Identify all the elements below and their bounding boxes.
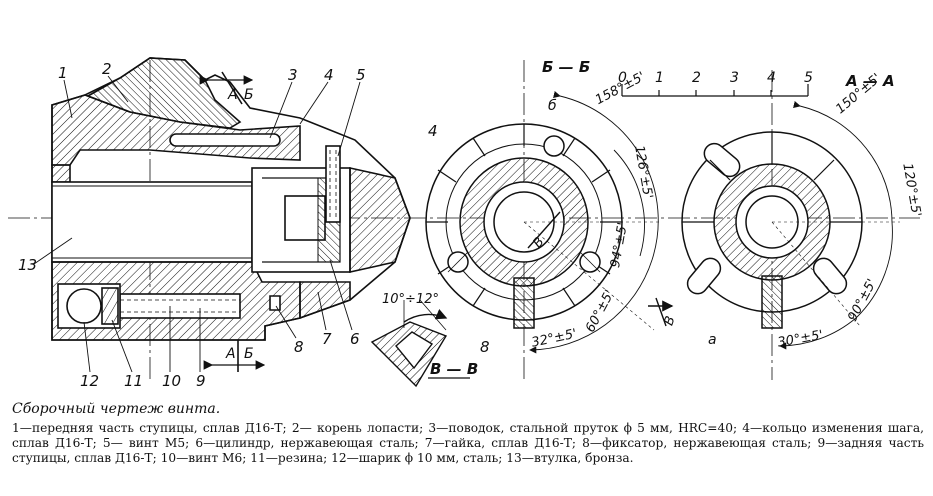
figure-title: Сборочный чертеж винта.	[12, 401, 221, 417]
bb-point-b: б	[548, 98, 557, 114]
label-part-7: 7	[322, 330, 332, 348]
label-part-2: 2	[102, 60, 112, 78]
section-bb	[425, 60, 660, 380]
label-part-12: 12	[80, 372, 99, 390]
drive-pin	[169, 133, 281, 147]
label-ring-4: 4	[428, 122, 438, 140]
scale-tick-1: 1	[655, 70, 664, 86]
bushing-bore	[51, 181, 253, 263]
bb-hole-top	[543, 135, 565, 157]
aa-slot-top	[703, 142, 741, 178]
longitudinal-section	[8, 57, 920, 380]
nut-region	[299, 281, 351, 320]
label-part-8: 8	[294, 338, 304, 356]
scale-tick-5: 5	[804, 70, 813, 86]
mark-b-top: Б	[244, 87, 254, 103]
aa-point-a: а	[708, 332, 717, 348]
rear-screw-channel	[119, 293, 241, 319]
label-part-13: 13	[18, 256, 37, 274]
aa-slot-left	[686, 257, 722, 295]
mark-a-top: А	[227, 87, 238, 103]
section-arrows-top	[199, 71, 254, 105]
rubber-insert	[101, 287, 119, 325]
label-part-6: 6	[350, 330, 360, 348]
angle-aa-90: 90°±5'	[845, 277, 880, 324]
angle-bb-94: 94°±5'	[608, 221, 631, 269]
label-part-10: 10	[162, 372, 181, 390]
label-part-9: 9	[196, 372, 206, 390]
view-bb-title: Б — Б	[542, 58, 590, 76]
scale-tick-4: 4	[767, 70, 776, 86]
figure-legend: 1—передняя часть ступицы, сплав Д16-Т; 2…	[12, 421, 924, 465]
front-hub-flange	[51, 164, 71, 183]
label-part-1: 1	[58, 64, 68, 82]
aa-key	[761, 275, 783, 329]
mark-a-bottom: А	[225, 346, 236, 362]
label-part-3: 3	[288, 66, 298, 84]
angle-aa-120: 120°±5'	[899, 162, 923, 218]
label-part-5: 5	[356, 66, 366, 84]
label-part-4: 4	[324, 66, 334, 84]
scale-tick-3: 3	[730, 70, 739, 86]
section-arrows-bottom	[203, 340, 266, 372]
scale-tick-0: 0	[618, 70, 627, 86]
screw-m5	[325, 145, 341, 223]
view-vv-title: В — В	[430, 360, 478, 378]
detail-vv	[370, 299, 470, 388]
spinner-nose	[349, 167, 411, 273]
bb-key-slot	[513, 277, 535, 329]
view-aa-title: А — А	[845, 72, 895, 90]
assembly-drawing: А Б А Б 1 2 3 4 5 6 7 8 9 10 11 12 13	[8, 57, 924, 390]
fixator-notch	[269, 295, 281, 311]
scale-tick-2: 2	[692, 70, 701, 86]
scale-bar	[621, 84, 809, 97]
mark-b-bottom: Б	[244, 346, 254, 362]
cut-mark-right: В	[661, 314, 678, 328]
label-part-11: 11	[124, 372, 143, 390]
cut-arrow-v	[648, 297, 674, 327]
label-fixator-8: 8	[480, 338, 490, 356]
aa-slot-right	[812, 257, 848, 295]
leader-lines	[33, 75, 361, 373]
angle-bb-126: 126°±5'	[631, 144, 655, 200]
angle-vv-range: 10°÷12°	[382, 292, 439, 307]
detent-ball	[66, 288, 102, 324]
angle-aa-30: 30°±5'	[776, 328, 824, 351]
section-aa	[681, 70, 900, 380]
